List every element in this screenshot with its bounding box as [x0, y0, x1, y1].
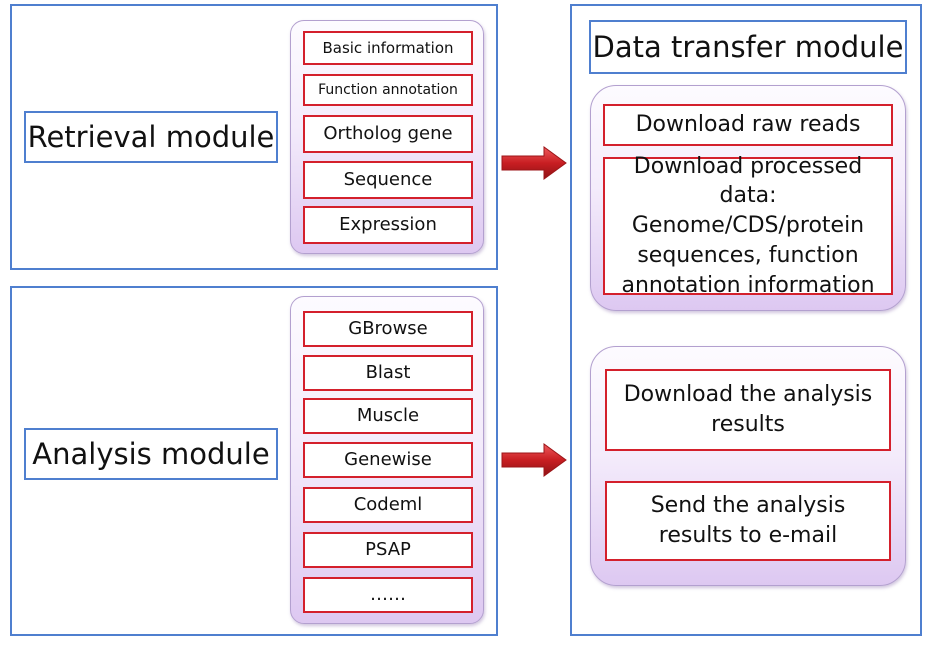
retrieval-item-expression: Expression [303, 206, 473, 244]
analysis-results-line-2: results [711, 412, 785, 437]
arrow-retrieval-to-transfer [501, 146, 567, 180]
transfer-download-stack: Download raw reads Download processed da… [590, 85, 906, 311]
retrieval-items-stack: Basic information Function annotation Or… [290, 20, 484, 254]
download-raw-reads-box: Download raw reads [603, 104, 893, 146]
analysis-item-muscle: Muscle [303, 398, 473, 434]
email-line-1: Send the analysis [650, 493, 846, 519]
processed-line-3: sequences, function [637, 242, 859, 268]
analysis-item-genewise: Genewise [303, 442, 473, 478]
send-results-email-box: Send the analysis results to e-mail [605, 481, 891, 561]
retrieval-item-function-annotation: Function annotation [303, 74, 473, 106]
processed-line-2: Genome/CDS/protein [631, 213, 865, 239]
arrow-analysis-to-transfer [501, 443, 567, 477]
analysis-item-blast: Blast [303, 355, 473, 391]
retrieval-item-ortholog-gene: Ortholog gene [303, 115, 473, 153]
analysis-module-title: Analysis module [24, 428, 278, 480]
analysis-items-stack: GBrowse Blast Muscle Genewise Codeml PSA… [290, 296, 484, 624]
download-analysis-results-box: Download the analysis results [605, 369, 891, 451]
analysis-results-line-1: Download the analysis [623, 382, 873, 408]
analysis-item-ellipsis: …… [303, 577, 473, 613]
analysis-item-psap: PSAP [303, 532, 473, 568]
retrieval-item-sequence: Sequence [303, 161, 473, 199]
analysis-item-gbrowse: GBrowse [303, 311, 473, 347]
analysis-item-codeml: Codeml [303, 487, 473, 523]
transfer-analysis-stack: Download the analysis results Send the a… [590, 346, 906, 586]
processed-line-4: annotation information [621, 272, 875, 298]
processed-line-1: Download processed data: [633, 153, 863, 209]
email-line-2: results to e-mail [658, 523, 838, 548]
transfer-module-title: Data transfer module [589, 20, 907, 74]
retrieval-module-title: Retrieval module [24, 111, 278, 163]
download-processed-data-box: Download processed data: Genome/CDS/prot… [603, 154, 893, 298]
retrieval-item-basic-information: Basic information [303, 31, 473, 65]
